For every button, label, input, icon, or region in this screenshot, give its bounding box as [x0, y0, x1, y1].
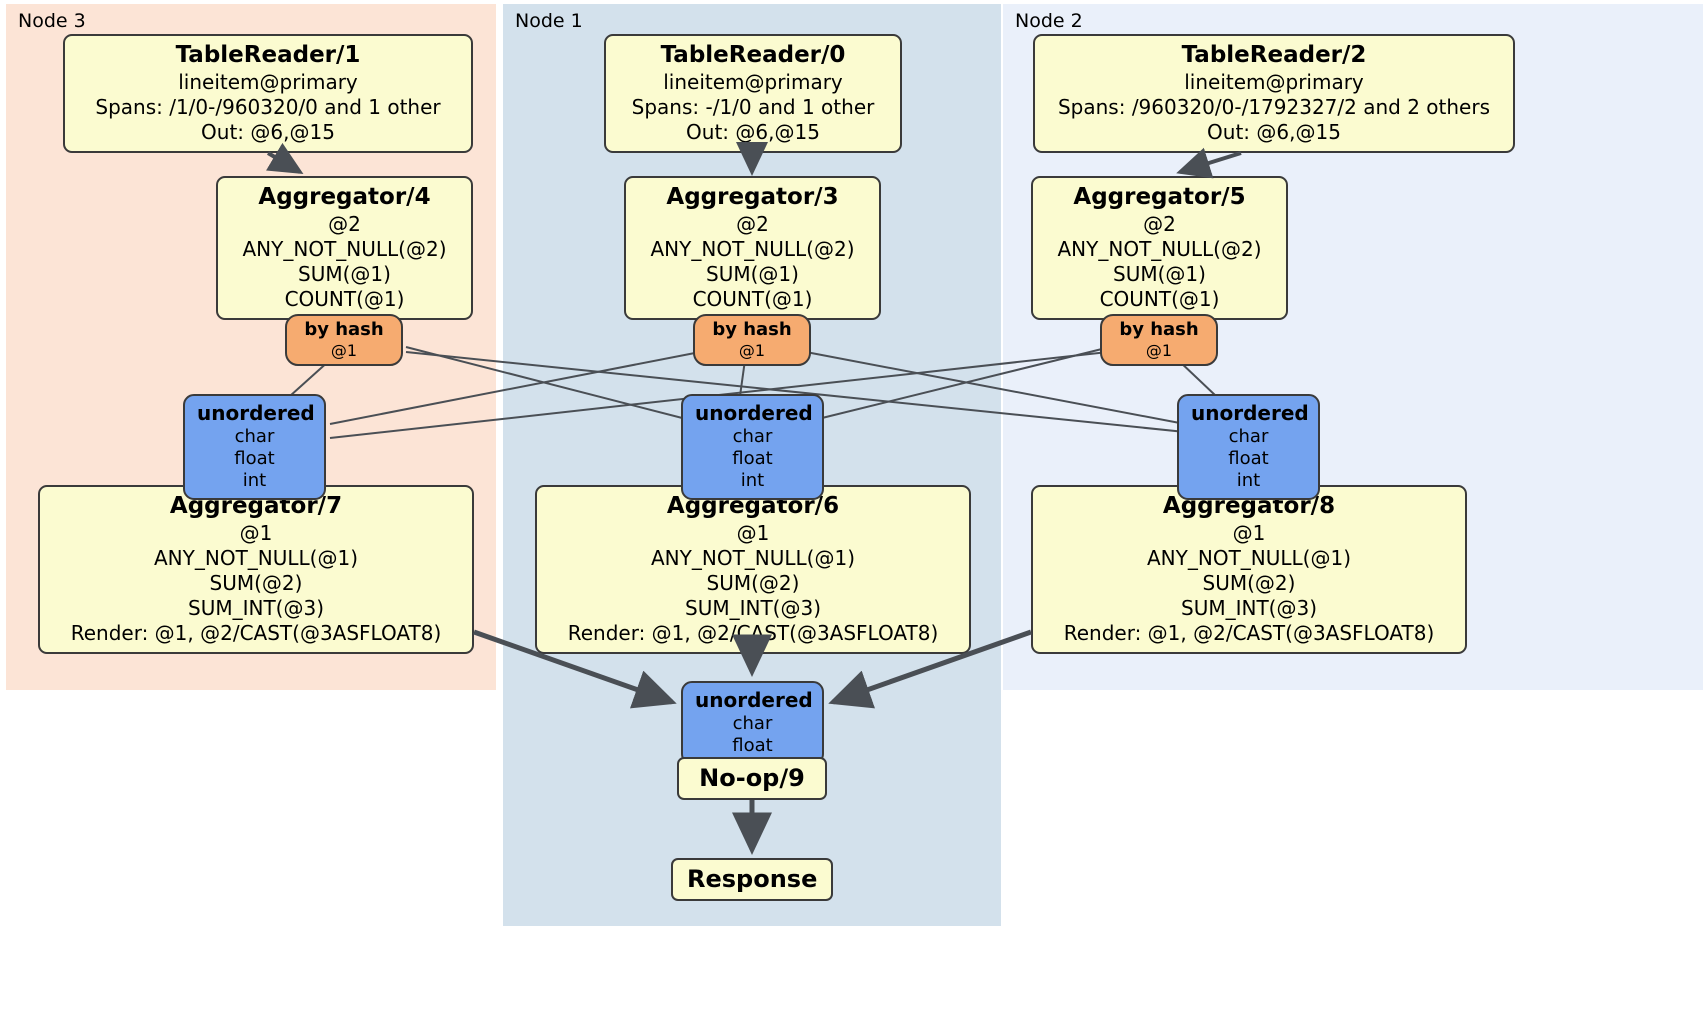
table-reader-1-line-0: lineitem@primary — [178, 70, 358, 94]
table-reader-1-title: TableReader/1 — [175, 42, 361, 68]
receiver-unordered-7[interactable]: unordered char float int — [183, 394, 326, 500]
receiver-unordered-6[interactable]: unordered char float int — [681, 394, 824, 500]
aggregator-6-line-0: @1 — [736, 521, 770, 545]
table-reader-0-line-2: Out: @6,@15 — [686, 120, 820, 144]
aggregator-6-box[interactable]: Aggregator/6 @1 ANY_NOT_NULL(@1) SUM(@2)… — [535, 485, 971, 654]
hash-router-4-line-0: @1 — [330, 341, 358, 360]
table-reader-0-box[interactable]: TableReader/0 lineitem@primary Spans: -/… — [604, 34, 902, 153]
receiver-unordered-6-line-2: int — [740, 470, 765, 491]
aggregator-6-line-1: ANY_NOT_NULL(@1) — [651, 546, 855, 570]
aggregator-3-title: Aggregator/3 — [666, 184, 839, 210]
aggregator-8-line-1: ANY_NOT_NULL(@1) — [1147, 546, 1351, 570]
table-reader-2-line-0: lineitem@primary — [1184, 70, 1364, 94]
receiver-unordered-final-line-0: char — [732, 713, 773, 734]
aggregator-5-line-3: COUNT(@1) — [1099, 287, 1220, 311]
receiver-unordered-6-line-1: float — [732, 448, 773, 469]
receiver-unordered-8-line-1: float — [1228, 448, 1269, 469]
receiver-unordered-8[interactable]: unordered char float int — [1177, 394, 1320, 500]
receiver-unordered-7-title: unordered — [197, 401, 315, 425]
aggregator-7-line-0: @1 — [239, 521, 273, 545]
receiver-unordered-6-title: unordered — [695, 401, 813, 425]
receiver-unordered-final-line-1: float — [732, 735, 773, 756]
hash-router-4[interactable]: by hash @1 — [285, 314, 403, 366]
hash-router-5[interactable]: by hash @1 — [1100, 314, 1218, 366]
aggregator-3-line-3: COUNT(@1) — [692, 287, 813, 311]
table-reader-2-line-1: Spans: /960320/0-/1792327/2 and 2 others — [1057, 95, 1490, 119]
aggregator-8-box[interactable]: Aggregator/8 @1 ANY_NOT_NULL(@1) SUM(@2)… — [1031, 485, 1467, 654]
aggregator-8-line-3: SUM_INT(@3) — [1181, 596, 1317, 620]
aggregator-3-line-1: ANY_NOT_NULL(@2) — [650, 237, 855, 261]
response-title: Response — [687, 865, 818, 893]
hash-router-3-title: by hash — [712, 319, 792, 340]
table-reader-2-box[interactable]: TableReader/2 lineitem@primary Spans: /9… — [1033, 34, 1515, 153]
aggregator-5-line-2: SUM(@1) — [1113, 262, 1206, 286]
aggregator-7-line-3: SUM_INT(@3) — [188, 596, 324, 620]
response-box[interactable]: Response — [671, 858, 833, 901]
table-reader-0-title: TableReader/0 — [660, 42, 846, 68]
no-op-9-box[interactable]: No-op/9 — [677, 757, 827, 800]
table-reader-2-line-2: Out: @6,@15 — [1207, 120, 1341, 144]
hash-router-5-line-0: @1 — [1145, 341, 1173, 360]
aggregator-4-line-1: ANY_NOT_NULL(@2) — [242, 237, 447, 261]
table-reader-2-title: TableReader/2 — [1181, 42, 1367, 68]
cluster-label-node-2: Node 2 — [1015, 10, 1083, 32]
receiver-unordered-8-line-0: char — [1228, 426, 1269, 447]
aggregator-5-box[interactable]: Aggregator/5 @2 ANY_NOT_NULL(@2) SUM(@1)… — [1031, 176, 1288, 320]
hash-router-3[interactable]: by hash @1 — [693, 314, 811, 366]
receiver-unordered-7-line-2: int — [242, 470, 267, 491]
aggregator-6-line-3: SUM_INT(@3) — [685, 596, 821, 620]
aggregator-4-line-3: COUNT(@1) — [284, 287, 405, 311]
hash-router-3-line-0: @1 — [738, 341, 766, 360]
aggregator-6-line-4: Render: @1, @2/CAST(@3ASFLOAT8) — [567, 621, 939, 645]
aggregator-7-line-4: Render: @1, @2/CAST(@3ASFLOAT8) — [70, 621, 442, 645]
receiver-unordered-8-title: unordered — [1191, 401, 1309, 425]
hash-router-4-title: by hash — [304, 319, 384, 340]
receiver-unordered-final-title: unordered — [695, 688, 813, 712]
aggregator-5-line-0: @2 — [1143, 212, 1176, 236]
aggregator-7-line-1: ANY_NOT_NULL(@1) — [154, 546, 358, 570]
receiver-unordered-7-line-1: float — [234, 448, 275, 469]
table-reader-1-line-1: Spans: /1/0-/960320/0 and 1 other — [95, 95, 441, 119]
aggregator-8-line-2: SUM(@2) — [1202, 571, 1296, 595]
no-op-9-title: No-op/9 — [699, 764, 805, 792]
aggregator-5-title: Aggregator/5 — [1073, 184, 1246, 210]
receiver-unordered-7-line-0: char — [234, 426, 275, 447]
aggregator-4-box[interactable]: Aggregator/4 @2 ANY_NOT_NULL(@2) SUM(@1)… — [216, 176, 473, 320]
table-reader-1-box[interactable]: TableReader/1 lineitem@primary Spans: /1… — [63, 34, 473, 153]
receiver-unordered-8-line-2: int — [1236, 470, 1261, 491]
hash-router-5-title: by hash — [1119, 319, 1199, 340]
aggregator-3-box[interactable]: Aggregator/3 @2 ANY_NOT_NULL(@2) SUM(@1)… — [624, 176, 881, 320]
aggregator-4-title: Aggregator/4 — [258, 184, 431, 210]
cluster-label-node-1: Node 1 — [515, 10, 583, 32]
aggregator-5-line-1: ANY_NOT_NULL(@2) — [1057, 237, 1262, 261]
receiver-unordered-6-line-0: char — [732, 426, 773, 447]
aggregator-8-line-4: Render: @1, @2/CAST(@3ASFLOAT8) — [1063, 621, 1435, 645]
aggregator-3-line-0: @2 — [736, 212, 769, 236]
aggregator-4-line-0: @2 — [328, 212, 361, 236]
cluster-label-node-3: Node 3 — [18, 10, 86, 32]
table-reader-1-line-2: Out: @6,@15 — [201, 120, 335, 144]
table-reader-0-line-1: Spans: -/1/0 and 1 other — [631, 95, 875, 119]
receiver-unordered-final[interactable]: unordered char float — [681, 681, 824, 765]
aggregator-4-line-2: SUM(@1) — [298, 262, 391, 286]
aggregator-8-line-0: @1 — [1232, 521, 1266, 545]
aggregator-7-box[interactable]: Aggregator/7 @1 ANY_NOT_NULL(@1) SUM(@2)… — [38, 485, 474, 654]
table-reader-0-line-0: lineitem@primary — [663, 70, 843, 94]
aggregator-3-line-2: SUM(@1) — [706, 262, 799, 286]
aggregator-6-line-2: SUM(@2) — [706, 571, 800, 595]
aggregator-7-line-2: SUM(@2) — [209, 571, 303, 595]
